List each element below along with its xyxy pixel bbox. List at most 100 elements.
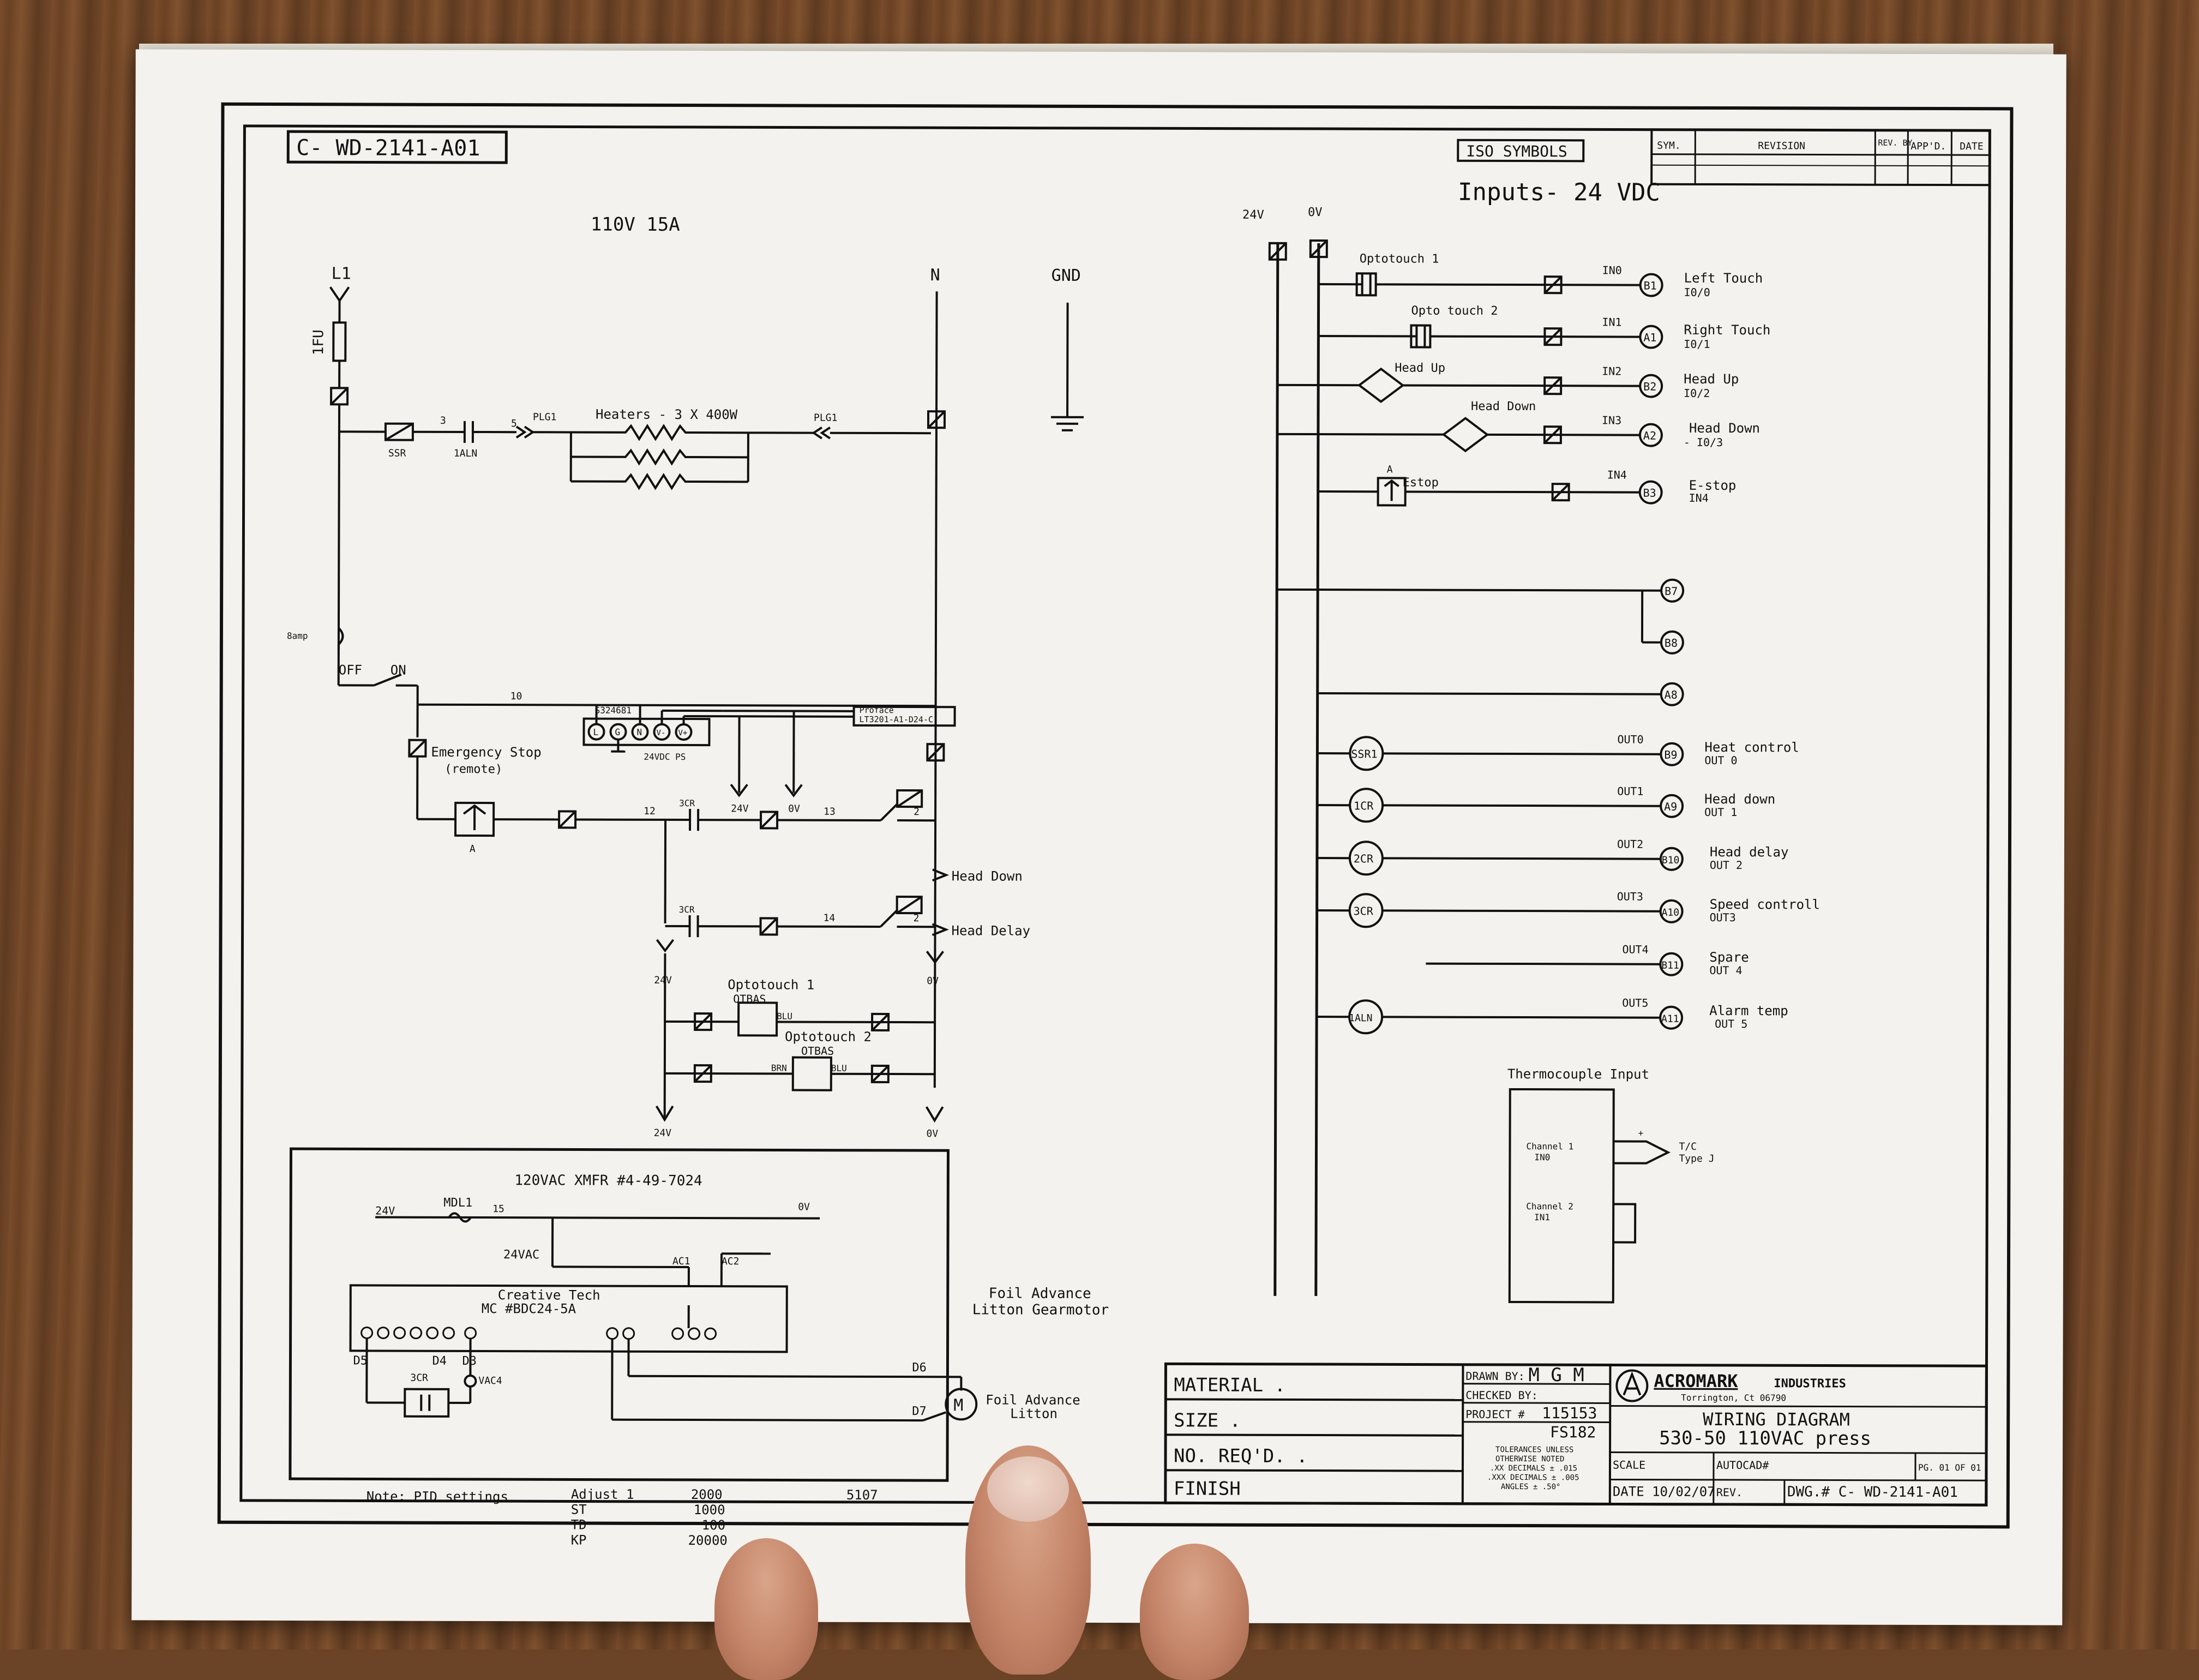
ch1-input: IN0 xyxy=(1534,1152,1550,1162)
thermocouple-module xyxy=(1510,1089,1614,1302)
iso-symbols: ISO SYMBOLS xyxy=(1466,142,1567,160)
ac2-label: AC2 xyxy=(722,1256,740,1267)
ps-terminal-n: N xyxy=(636,727,642,737)
output-1-tag: OUT1 xyxy=(1617,784,1643,797)
input-2-addr: I0/2 xyxy=(1684,387,1710,400)
title-block: MATERIAL . SIZE . NO. REQ'D. . FINISH DR… xyxy=(1165,1363,1987,1505)
optotouch-2-part: OTBAS xyxy=(801,1045,834,1058)
ps-terminal-vplus: V+ xyxy=(678,729,687,737)
opto2-brn-label: BRN xyxy=(771,1063,787,1073)
ps-terminal-g: G xyxy=(615,727,620,737)
tolerance-line-2: .XX DECIMALS ± .015 xyxy=(1490,1464,1577,1473)
output-1-desc: Head down xyxy=(1704,791,1775,807)
d6-label: D6 xyxy=(912,1361,927,1375)
output-0-tag: OUT0 xyxy=(1617,733,1643,746)
project-label: PROJECT # xyxy=(1465,1408,1524,1421)
io-estop-a-label: A xyxy=(1387,464,1393,475)
wire-2a-label: 2 xyxy=(914,806,920,818)
output-5-coil: 1ALN xyxy=(1349,1012,1372,1024)
tc-type: Type J xyxy=(1679,1153,1714,1165)
finger-left xyxy=(714,1538,818,1680)
input-1-desc: Right Touch xyxy=(1684,322,1770,338)
input-4-device: Estop xyxy=(1403,476,1439,489)
input-3-addr: - I0/3 xyxy=(1684,436,1723,449)
scr-relay xyxy=(405,1389,448,1417)
tolerance-line-4: ANGLES ± .50° xyxy=(1501,1483,1561,1491)
ps-24v-label: 24V xyxy=(731,803,749,814)
opto-0v-label: 0V xyxy=(927,975,939,987)
output-1-coil: 1CR xyxy=(1354,799,1374,812)
drawing-number: C- WD-2141-A01 xyxy=(296,135,480,161)
output-4-term: B11 xyxy=(1661,960,1679,971)
spare-b7-label: B7 xyxy=(1665,585,1678,598)
d5-label: D5 xyxy=(353,1354,368,1367)
motor-0v-label: 0V xyxy=(798,1202,810,1213)
plug-left-label: PLG1 xyxy=(533,411,556,423)
litton-gearmotor-label: Litton Gearmotor xyxy=(972,1301,1109,1318)
controller-part: MC #BDC24-5A xyxy=(482,1301,576,1316)
wire-13-label: 13 xyxy=(824,806,836,818)
optotouch-1-device xyxy=(738,1003,777,1035)
power-circuit: L1 1FU SSR 3 1ALN 5 PLG1 Heaters - 3 X 4… xyxy=(286,264,1084,1140)
optotouch-1-label: Optotouch 1 xyxy=(728,977,814,992)
estop-a-label: A xyxy=(470,843,476,855)
plug-right-label: PLG1 xyxy=(814,412,837,424)
rail-24v-label: 24V xyxy=(1242,208,1264,222)
ps-terminal-vminus: V- xyxy=(656,729,665,737)
input-4-desc: E-stop xyxy=(1689,478,1737,493)
input-1-term-label: A1 xyxy=(1643,331,1656,344)
output-0-term: B9 xyxy=(1664,748,1677,761)
tc-plus: + xyxy=(1638,1128,1644,1138)
rev-field: REV. xyxy=(1716,1486,1743,1499)
project-value: 115153 xyxy=(1542,1404,1597,1422)
output-rungs: SSR1 B9 OUT0 Heat control OUT 0 1CR A9 O… xyxy=(1317,732,1821,1034)
switch-off-label: OFF xyxy=(339,662,362,677)
output-1-addr: OUT 1 xyxy=(1704,806,1737,819)
input-1-addr: I0/1 xyxy=(1684,338,1710,351)
output-2-coil: 2CR xyxy=(1354,852,1374,865)
rail-0v-label: 0V xyxy=(1308,206,1323,219)
vac4-label: VAC4 xyxy=(478,1375,502,1387)
output-2-tag: OUT2 xyxy=(1617,837,1643,850)
neutral-label: N xyxy=(930,266,940,285)
proface-label: Proface xyxy=(860,705,894,715)
output-5-desc: Alarm temp xyxy=(1709,1003,1788,1018)
rev-header-by: REV. BY xyxy=(1878,138,1912,148)
wire-2b-label: 2 xyxy=(914,913,920,924)
thermocouple-title: Thermocouple Input xyxy=(1507,1066,1649,1082)
paper-sheet: C- WD-2141-A01 ISO SYMBOLS SYM. REVISION… xyxy=(131,49,2066,1625)
input-1-tag: IN1 xyxy=(1602,315,1621,328)
company-name: ACROMARK xyxy=(1654,1371,1738,1391)
input-0-tag: IN0 xyxy=(1602,263,1622,277)
page-field: PG. 01 OF 01 xyxy=(1918,1462,1981,1473)
revision-block: SYM. REVISION REV. BY APP'D. DATE xyxy=(1651,130,1990,185)
output-3-desc: Speed controll xyxy=(1710,897,1820,913)
motor-label: Foil Advance xyxy=(986,1392,1080,1407)
rev-header-sym: SYM. xyxy=(1657,140,1680,152)
finish-field: FINISH xyxy=(1174,1478,1241,1499)
d7-label: D7 xyxy=(912,1405,927,1418)
ch1-label: Channel 1 xyxy=(1526,1141,1573,1151)
pid-row-kp-key: KP xyxy=(571,1532,587,1547)
motor-24vac-label: 24VAC xyxy=(503,1248,539,1262)
input-3-term-label: A2 xyxy=(1643,429,1656,442)
heater-resistors xyxy=(571,425,748,488)
output-3-tag: OUT3 xyxy=(1617,890,1643,903)
tolerance-line-0: TOLERANCES UNLESS xyxy=(1495,1445,1573,1454)
output-3-addr: OUT3 xyxy=(1710,911,1736,924)
output-2-desc: Head delay xyxy=(1710,844,1789,860)
drawing-title-1: WIRING DIAGRAM xyxy=(1703,1409,1850,1430)
output-1-term: A9 xyxy=(1664,800,1677,813)
spare-a8-label: A8 xyxy=(1665,688,1678,701)
wiring-diagram: C- WD-2141-A01 ISO SYMBOLS SYM. REVISION… xyxy=(131,49,2066,1625)
d4-label: D4 xyxy=(432,1354,447,1368)
output-5-addr: OUT 5 xyxy=(1715,1017,1747,1030)
noreq-field: NO. REQ'D. . xyxy=(1174,1445,1308,1467)
drawing-title-2: 530-50 110VAC press xyxy=(1659,1427,1871,1450)
pid-settings: Note: PID settings Adjust_1 2000 ST 1000… xyxy=(366,1486,878,1548)
foil-advance-label: Foil Advance xyxy=(989,1285,1091,1301)
input-2-tag: IN2 xyxy=(1602,364,1621,377)
output-0-desc: Heat control xyxy=(1704,740,1799,755)
l1-label: L1 xyxy=(332,264,351,283)
